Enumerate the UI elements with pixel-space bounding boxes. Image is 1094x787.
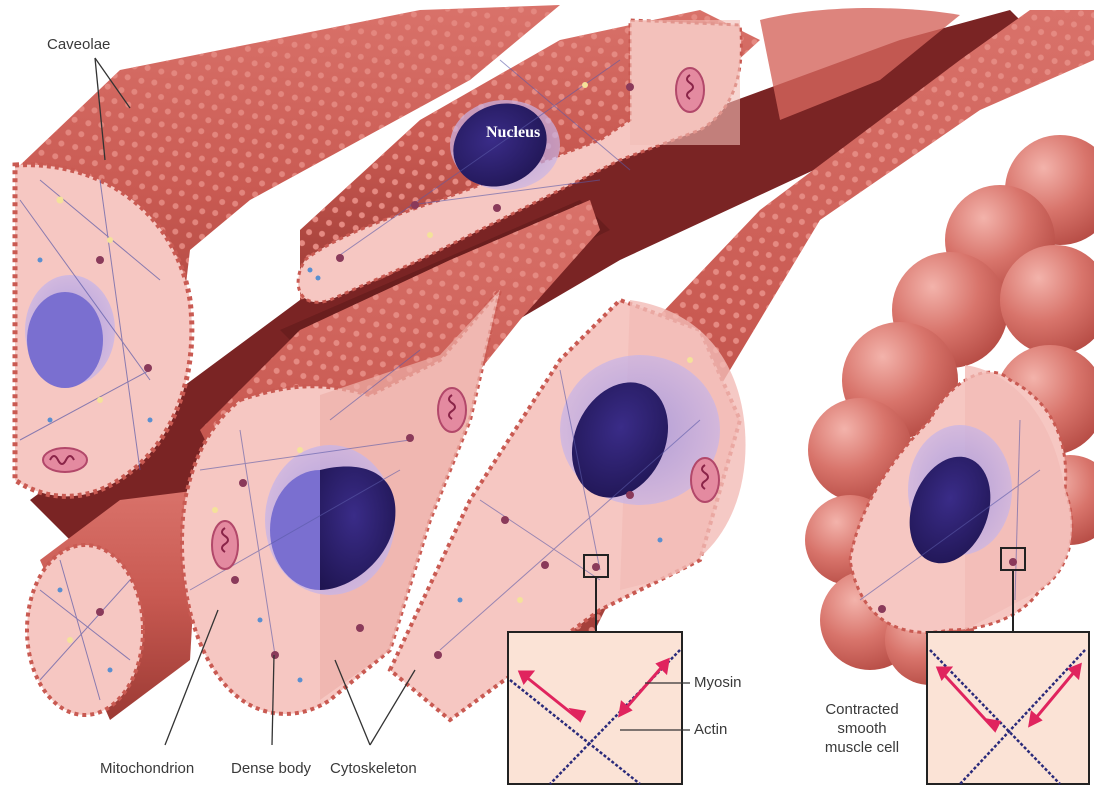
actin-label: Actin <box>694 721 727 739</box>
nucleus-label: Nucleus <box>486 124 540 142</box>
contracted-label-line-3: muscle cell <box>812 738 912 757</box>
contracted-cell <box>805 135 1094 685</box>
contracted-label-line-2: smooth <box>812 719 912 738</box>
myosin-label: Myosin <box>694 674 742 692</box>
contracted-cell-label: Contracted smooth muscle cell <box>812 700 912 757</box>
fiber-bottom-left <box>27 490 200 720</box>
mitochondrion-label: Mitochondrion <box>100 760 194 778</box>
cytoskeleton-label: Cytoskeleton <box>330 760 417 778</box>
contracted-label-line-1: Contracted <box>812 700 912 719</box>
dense-body-label: Dense body <box>231 760 311 778</box>
caveolae-label: Caveolae <box>47 36 110 54</box>
